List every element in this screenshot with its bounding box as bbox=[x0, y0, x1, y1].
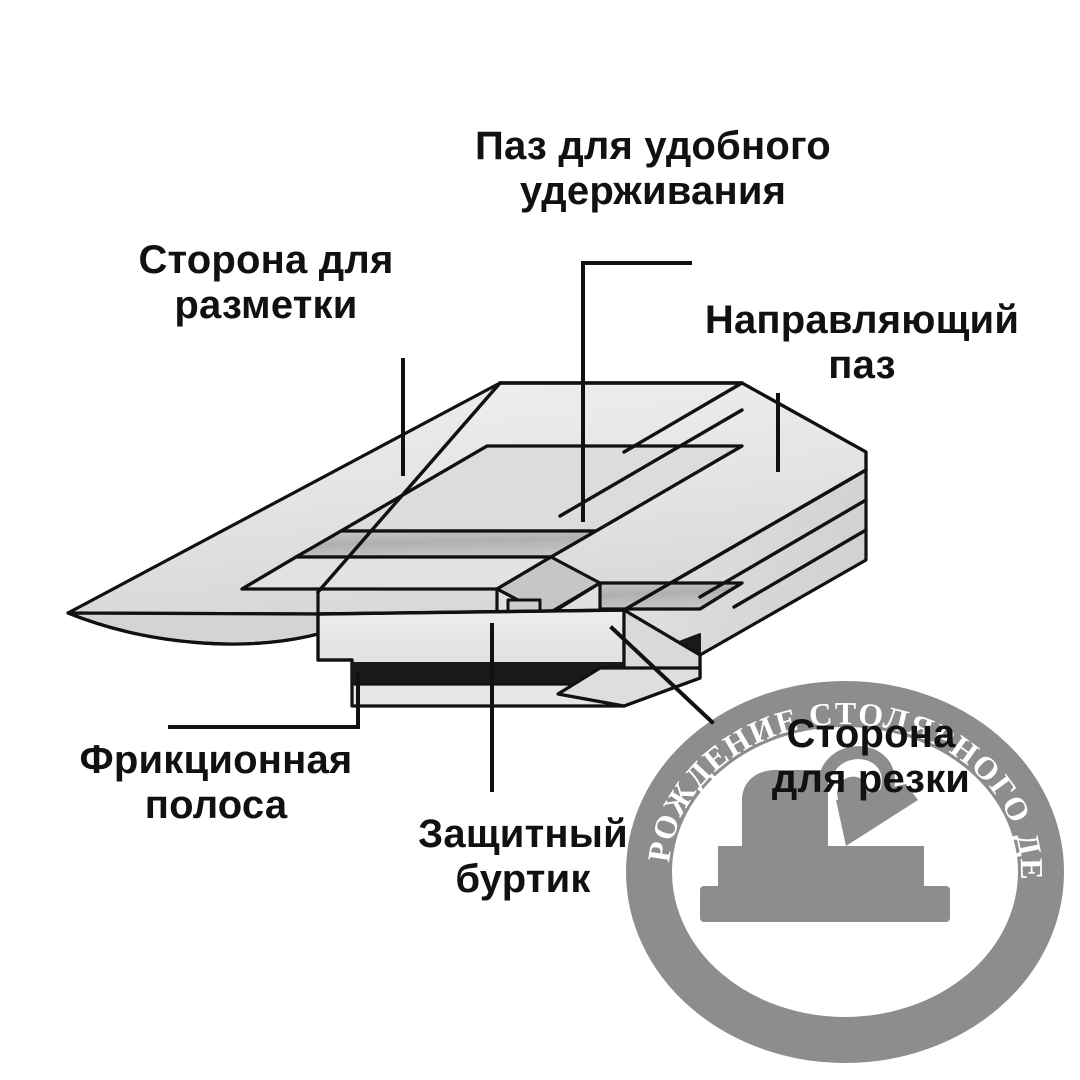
top-edge-lines bbox=[316, 381, 744, 616]
surface-ridge-lines bbox=[558, 381, 868, 612]
callout-label-marking-side: Сторона для разметки bbox=[138, 238, 394, 327]
leader-friction bbox=[168, 671, 360, 729]
watermark-ring-outer bbox=[626, 681, 1064, 1063]
callout-label-friction-strip: Фрикционная полоса bbox=[79, 738, 353, 827]
callout-label-hold: Паз для удобного удерживания bbox=[475, 124, 831, 213]
callout-label-guide-groove: Направляющий паз bbox=[704, 298, 1020, 387]
leader-hold bbox=[581, 261, 692, 522]
callout-label-protective-bead: Защитный буртик bbox=[418, 812, 628, 901]
hand-plane-icon bbox=[700, 746, 950, 922]
callout-label-cutting-side: Сторона для резки bbox=[771, 712, 971, 801]
leader-cut bbox=[609, 625, 715, 725]
